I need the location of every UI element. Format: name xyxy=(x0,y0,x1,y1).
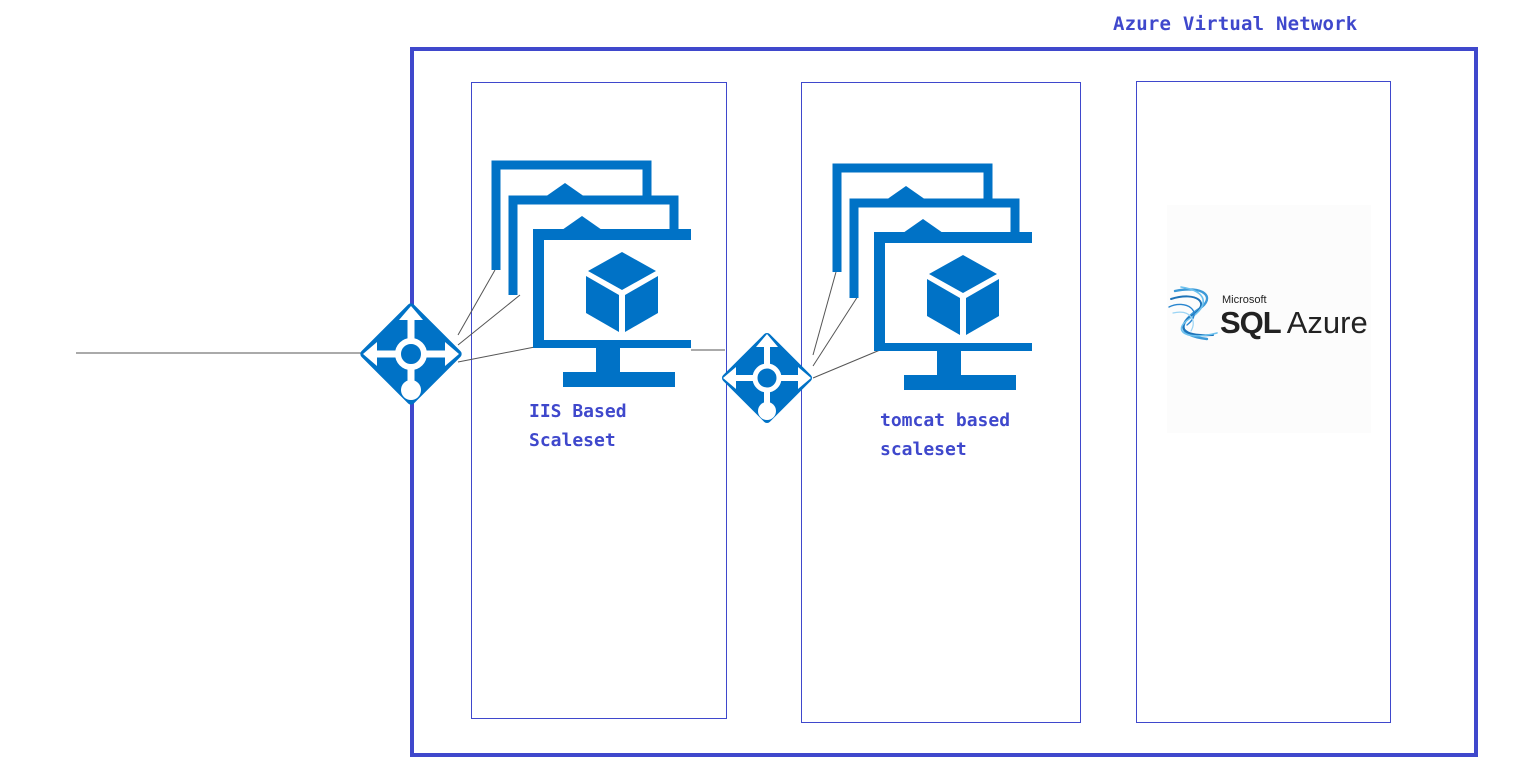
lb1-to-vm2-connector xyxy=(457,294,521,346)
lb1-to-vm3-connector xyxy=(457,344,546,363)
scaleset-label-line: Scaleset xyxy=(529,430,616,451)
scaleset-label-tomcat: tomcat based scaleset xyxy=(880,406,1010,464)
scaleset-label-line: scaleset xyxy=(880,439,967,460)
sql-azure-card xyxy=(1167,205,1371,433)
lb2-to-vm1-connector xyxy=(812,271,837,356)
subnet-web-tier xyxy=(471,82,727,719)
lb2-to-vm2-connector xyxy=(812,295,859,367)
lb2-to-vm3-connector xyxy=(812,349,881,379)
scaleset-label-iis: IIS Based Scaleset xyxy=(529,397,627,455)
sql-azure-vendor: Microsoft xyxy=(1222,294,1267,306)
scaleset-label-line: IIS Based xyxy=(529,401,627,422)
subnet-data-tier xyxy=(1136,81,1391,723)
sql-azure-product-sql: SQL xyxy=(1220,305,1281,340)
scaleset-label-line: tomcat based xyxy=(880,410,1011,431)
network-title: Azure Virtual Network xyxy=(1113,13,1358,35)
sql-azure-product-azure: Azure xyxy=(1287,305,1368,340)
subnet-app-tier xyxy=(801,82,1081,723)
lb1-to-vm1-connector xyxy=(457,269,496,336)
